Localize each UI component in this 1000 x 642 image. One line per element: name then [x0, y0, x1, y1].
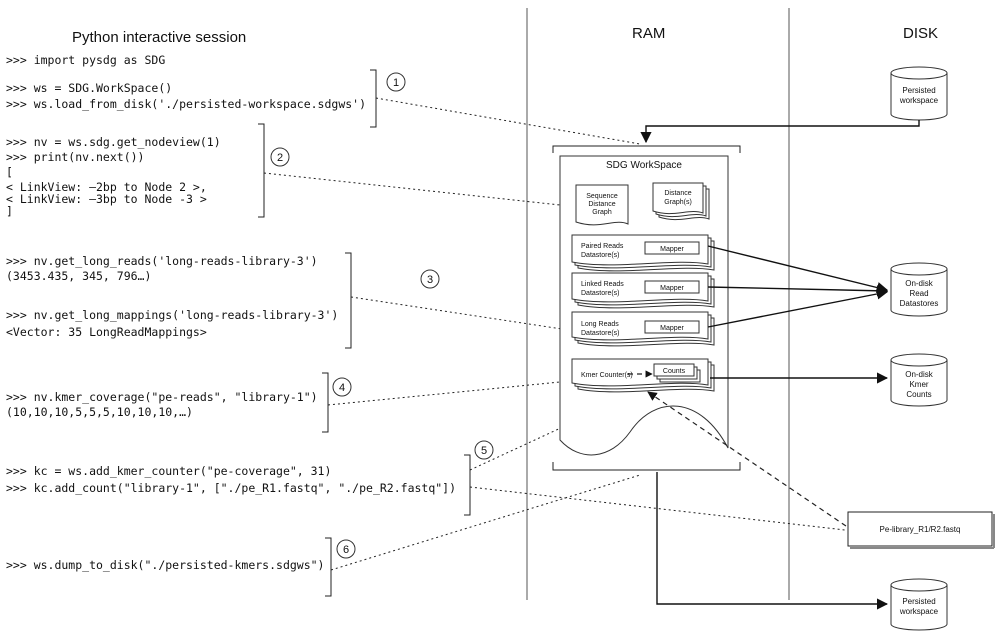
code-line-16: >>> kc = ws.add_kmer_counter("pe-coverag…	[6, 464, 331, 478]
code-line-10: >>> nv.get_long_reads('long-reads-librar…	[6, 254, 318, 268]
svg-text:On-disk: On-disk	[905, 279, 934, 288]
paired-mapper-label: Mapper	[660, 246, 684, 253]
svg-text:Linked Reads: Linked Reads	[581, 281, 624, 288]
long-reads-datastore: Long Reads Datastore(s) Mapper	[571, 311, 715, 347]
code-line-12: >>> nv.get_long_mappings('long-reads-lib…	[6, 308, 338, 322]
svg-text:Graph(s): Graph(s)	[664, 199, 692, 206]
step-4-marker: 4	[332, 377, 352, 397]
code-line-17: >>> kc.add_count("library-1", ["./pe_R1.…	[6, 481, 456, 495]
persisted-workspace-top: Persisted workspace	[890, 66, 948, 121]
counts-label: Counts	[663, 368, 686, 375]
svg-text:Graph: Graph	[592, 209, 612, 216]
code-line-11: (3453.435, 345, 796…)	[6, 269, 151, 283]
code-line-5: >>> print(nv.next())	[6, 150, 144, 164]
code-line-9: ]	[6, 204, 13, 218]
svg-text:Persisted: Persisted	[902, 86, 935, 95]
workspace-top-bracket	[552, 145, 741, 153]
svg-text:Kmer: Kmer	[909, 380, 928, 389]
svg-text:Pe-library_R1/R2.fastq: Pe-library_R1/R2.fastq	[880, 525, 961, 534]
connector-6	[330, 474, 641, 571]
code-line-1: >>> import pysdg as SDG	[6, 53, 165, 67]
linked-mapper-label: Mapper	[660, 285, 684, 292]
workspace-bottom-bracket	[552, 462, 741, 471]
code-line-8: < LinkView: –3bp to Node -3 >	[6, 192, 207, 206]
svg-text:Datastore(s): Datastore(s)	[581, 290, 620, 297]
svg-text:Read: Read	[909, 289, 928, 298]
svg-text:Datastore(s): Datastore(s)	[581, 252, 620, 259]
code-line-2: >>> ws = SDG.WorkSpace()	[6, 81, 172, 95]
svg-text:1: 1	[393, 77, 399, 89]
connector-3	[350, 296, 576, 332]
svg-text:Distance: Distance	[588, 201, 615, 208]
python-session-header: Python interactive session	[72, 29, 246, 46]
svg-text:workspace: workspace	[899, 96, 939, 105]
svg-text:Sequence: Sequence	[586, 193, 618, 200]
long-to-disk-arrow	[707, 288, 889, 328]
ram-header: RAM	[632, 25, 665, 42]
svg-text:Datastore(s): Datastore(s)	[581, 330, 620, 337]
code-line-15: (10,10,10,5,5,5,10,10,10,…)	[6, 405, 193, 419]
svg-text:Datastores: Datastores	[900, 299, 939, 308]
svg-text:4: 4	[339, 382, 345, 394]
workspace-title: SDG WorkSpace	[606, 160, 682, 171]
svg-text:Long Reads: Long Reads	[581, 321, 619, 328]
dump-arrow	[656, 472, 889, 610]
paired-reads-datastore: Paired Reads Datastore(s) Mapper	[571, 234, 715, 272]
bracket-3	[345, 252, 352, 349]
step-2-marker: 2	[270, 147, 290, 167]
code-line-18: >>> ws.dump_to_disk("./persisted-kmers.s…	[6, 558, 325, 572]
on-disk-kmer-counts: On-disk Kmer Counts	[890, 353, 948, 407]
svg-text:workspace: workspace	[899, 607, 939, 616]
persisted-workspace-bottom: Persisted workspace	[890, 578, 948, 631]
bracket-2	[258, 123, 265, 218]
connector-4	[327, 379, 581, 406]
linked-reads-datastore: Linked Reads Datastore(s) Mapper	[571, 272, 715, 309]
connector-1	[375, 97, 641, 145]
code-line-6: [	[6, 165, 13, 179]
bracket-4	[322, 372, 329, 433]
load-arrow	[640, 120, 920, 144]
step-5-marker: 5	[474, 440, 494, 460]
svg-text:Counts: Counts	[906, 390, 931, 399]
svg-text:Kmer Counter(s): Kmer Counter(s)	[581, 372, 633, 379]
linked-to-disk-arrow	[707, 285, 889, 297]
svg-text:On-disk: On-disk	[905, 370, 934, 379]
code-line-3: >>> ws.load_from_disk('./persisted-works…	[6, 97, 366, 111]
svg-text:2: 2	[277, 152, 283, 164]
kmer-counter: Kmer Counter(s) Counts	[571, 358, 715, 393]
svg-text:6: 6	[343, 544, 349, 556]
fastq-file-box: Pe-library_R1/R2.fastq	[847, 511, 995, 549]
svg-text:Distance: Distance	[664, 190, 691, 197]
paired-to-disk-arrow	[707, 245, 889, 294]
distance-graphs-doc: Distance Graph(s)	[652, 182, 710, 221]
long-mapper-label: Mapper	[660, 325, 684, 332]
disk-header: DISK	[903, 25, 938, 42]
on-disk-read-datastores: On-disk Read Datastores	[890, 262, 948, 317]
step-6-marker: 6	[336, 539, 356, 559]
connector-2	[263, 172, 561, 206]
code-line-4: >>> nv = ws.sdg.get_nodeview(1)	[6, 135, 221, 149]
step-3-marker: 3	[420, 269, 440, 289]
sequence-distance-graph-doc: Sequence Distance Graph	[575, 184, 629, 226]
svg-text:Paired Reads: Paired Reads	[581, 243, 624, 250]
svg-text:Persisted: Persisted	[902, 597, 935, 606]
code-line-7: < LinkView: –2bp to Node 2 >,	[6, 180, 207, 194]
bracket-1	[370, 69, 377, 128]
svg-text:3: 3	[427, 274, 433, 286]
bracket-6	[325, 537, 332, 597]
code-line-13: <Vector: 35 LongReadMappings>	[6, 325, 207, 339]
code-line-14: >>> nv.kmer_coverage("pe-reads", "librar…	[6, 390, 318, 404]
step-1-marker: 1	[386, 72, 406, 92]
bracket-5	[464, 454, 471, 516]
fastq-to-counter-arrow	[647, 391, 847, 527]
svg-text:5: 5	[481, 445, 487, 457]
